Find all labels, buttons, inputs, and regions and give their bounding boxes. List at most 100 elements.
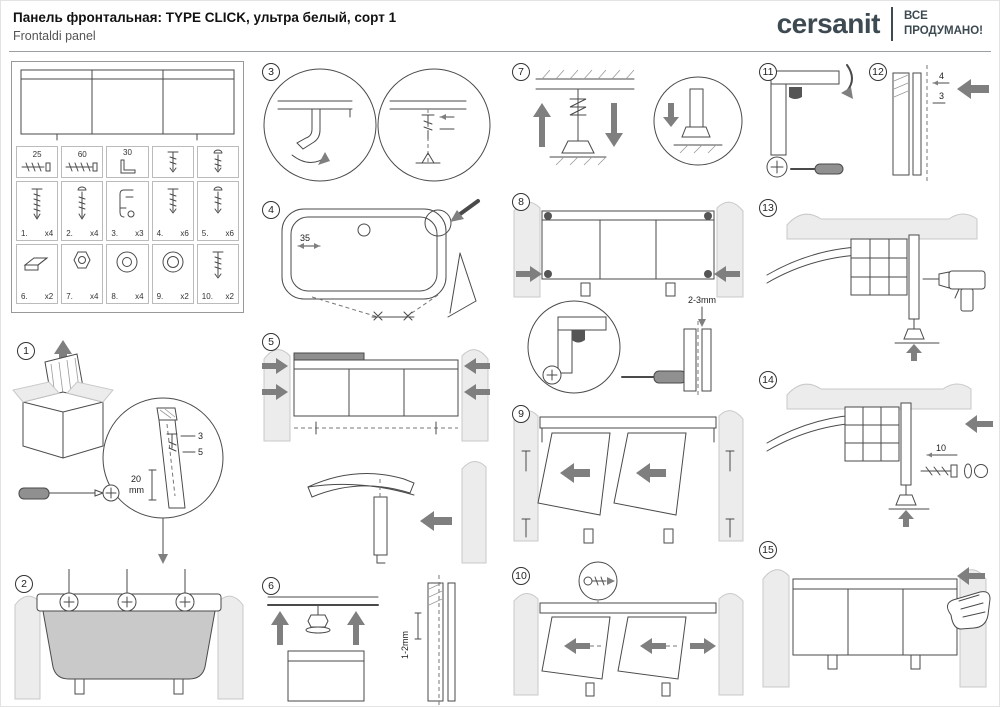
part-number: 7. bbox=[66, 292, 73, 301]
step-2: 2 bbox=[9, 569, 249, 705]
dim-item-25: 25 bbox=[16, 146, 59, 178]
bracket-30-icon bbox=[120, 159, 136, 173]
step-8-illustration: 2-3mm bbox=[513, 201, 744, 395]
step-14-illustration: 10 bbox=[766, 383, 993, 527]
step-6-number: 6 bbox=[262, 577, 280, 595]
part-screw-icon bbox=[77, 186, 87, 220]
step-8-number: 8 bbox=[512, 193, 530, 211]
arrow-up-icon bbox=[271, 611, 289, 645]
dim-label-mm: mm bbox=[129, 485, 144, 495]
arrow-left-icon bbox=[965, 415, 993, 433]
arrow-left-icon bbox=[420, 511, 452, 531]
step-3-illustration bbox=[263, 68, 491, 182]
arrow-left-icon bbox=[957, 79, 989, 99]
arrow-right-icon bbox=[516, 266, 542, 282]
step-13-number: 13 bbox=[759, 199, 777, 217]
part-item-2: 2.x4 bbox=[61, 181, 104, 241]
part-item-6: 6.x2 bbox=[16, 244, 59, 304]
step-11-illustration bbox=[766, 64, 853, 178]
arrow-left-icon bbox=[560, 463, 590, 483]
step-3-number: 3 bbox=[262, 63, 280, 81]
arrow-left-icon bbox=[464, 358, 490, 374]
arrow-icon bbox=[318, 152, 330, 165]
part-qty: x2 bbox=[180, 292, 189, 301]
small-screw-icon bbox=[167, 151, 179, 173]
header-divider bbox=[9, 51, 991, 52]
screwdriver-icon bbox=[18, 484, 120, 502]
step-7-number: 7 bbox=[512, 63, 530, 81]
part-number: 5. bbox=[201, 229, 209, 238]
step-7-illustration bbox=[533, 69, 743, 166]
part-washer-icon bbox=[116, 251, 138, 273]
screwdriver-icon bbox=[790, 163, 844, 175]
arrow-up-icon bbox=[898, 510, 914, 527]
dim-label-4: 4 bbox=[939, 71, 944, 81]
dim-label-30: 30 bbox=[123, 147, 132, 157]
step-7: 7 bbox=[506, 57, 746, 189]
step-2-number: 2 bbox=[15, 575, 33, 593]
dim-label-5: 5 bbox=[198, 447, 203, 457]
part-qty: x4 bbox=[44, 229, 54, 238]
step-1-number: 1 bbox=[17, 342, 35, 360]
drill-icon bbox=[922, 270, 986, 312]
arrow-up-icon bbox=[906, 344, 922, 361]
gap-label-1-2mm: 1-2mm bbox=[400, 631, 410, 659]
step-5: 5 bbox=[256, 327, 496, 571]
part-qty: x2 bbox=[225, 292, 234, 301]
gap-label-2-3mm: 2-3mm bbox=[688, 295, 716, 305]
corner-detail-circle bbox=[424, 209, 452, 237]
step-11: 11 bbox=[753, 57, 861, 191]
step-15-number: 15 bbox=[759, 541, 777, 559]
tagline-line2: ПРОДУМАНО! bbox=[903, 25, 983, 37]
part-number: 1. bbox=[21, 229, 28, 238]
pin-icons bbox=[521, 450, 735, 538]
brand-logo: cersanit ВСЕ ПРОДУМАНО! bbox=[777, 7, 983, 41]
adjustable-foot-icon bbox=[549, 88, 607, 166]
step-11-number: 11 bbox=[759, 63, 777, 81]
part-number: 3. bbox=[111, 229, 119, 238]
brand-tagline: ВСЕ ПРОДУМАНО! bbox=[904, 9, 983, 39]
screw-icon bbox=[421, 114, 435, 140]
part-screw-icon bbox=[213, 186, 223, 214]
part-qty: x3 bbox=[135, 229, 144, 238]
arrow-right-icon bbox=[690, 638, 716, 654]
arrow-icon bbox=[450, 210, 464, 222]
part-item-3: 3. x3 bbox=[106, 181, 149, 241]
part-cap-icon bbox=[162, 251, 184, 273]
part-qty: x4 bbox=[135, 292, 144, 301]
dim-label-3: 3 bbox=[939, 91, 944, 101]
step-4: 4 35 bbox=[256, 195, 496, 327]
part-item-5: 5. x6 bbox=[196, 181, 239, 241]
part-item-10: 10. x2 bbox=[196, 244, 239, 304]
part-item-7: 7. x4 bbox=[61, 244, 104, 304]
part-item-4: 4.x6 bbox=[151, 181, 194, 241]
step-5-number: 5 bbox=[262, 333, 280, 351]
parts-row-2: 6.x2 7.x4 8.x4 9.x2 10.x2 bbox=[16, 244, 239, 304]
dim-item-screw-b bbox=[196, 146, 239, 178]
part-screw-icon bbox=[167, 188, 179, 214]
arrow-up-icon bbox=[347, 611, 365, 645]
panel-front-thumbnail bbox=[20, 69, 235, 141]
arrow-up-icon bbox=[54, 340, 72, 368]
part-qty: x6 bbox=[225, 229, 234, 238]
part-nut-icon bbox=[73, 251, 91, 269]
arrow-left-icon bbox=[636, 463, 666, 483]
arrow-icon bbox=[841, 87, 853, 99]
step-6-illustration: 1-2mm bbox=[267, 575, 456, 705]
dim-label-35: 35 bbox=[300, 233, 310, 243]
part-screw-icon bbox=[212, 251, 224, 279]
cap-icon bbox=[974, 464, 988, 478]
screw-60-icon bbox=[65, 162, 98, 171]
bolt-icon bbox=[305, 604, 331, 634]
arrow-left-icon bbox=[957, 567, 985, 585]
part-screw-icon bbox=[31, 188, 43, 220]
part-qty: x4 bbox=[89, 292, 99, 301]
step-2-illustration bbox=[14, 569, 244, 700]
part-number: 10. bbox=[201, 292, 213, 301]
part-qty: x2 bbox=[44, 292, 54, 301]
part-qty: x4 bbox=[89, 229, 99, 238]
step-4-number: 4 bbox=[262, 201, 280, 219]
page-title: Панель фронтальная: TYPE CLICK, ультра б… bbox=[13, 10, 397, 25]
screw-25-icon bbox=[21, 162, 51, 171]
detail-circle bbox=[377, 68, 491, 182]
